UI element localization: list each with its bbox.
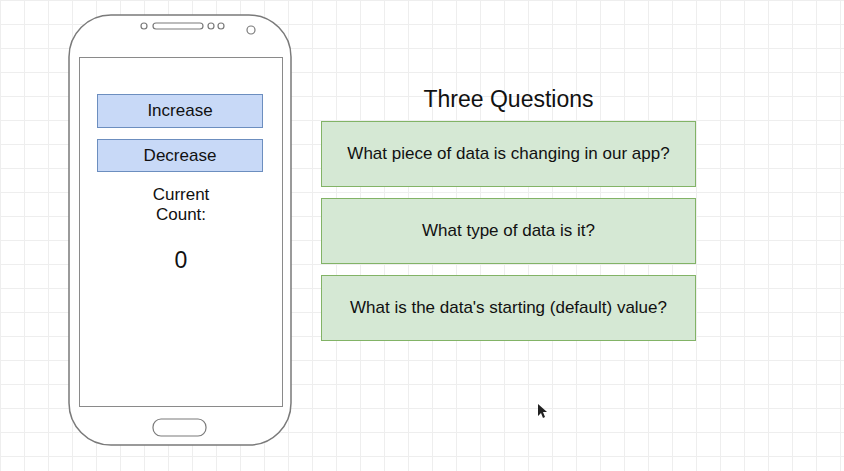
- button-box: Decrease: [97, 139, 263, 172]
- box-label: What type of data is it?: [422, 221, 595, 241]
- phone-speaker: [153, 23, 203, 29]
- home-button: [153, 419, 206, 436]
- phone-body: [69, 15, 291, 445]
- question-box: What type of data is it?: [321, 198, 696, 264]
- question-box: What is the data's starting (default) va…: [321, 275, 696, 341]
- box-label: What is the data's starting (default) va…: [350, 298, 667, 318]
- mouse-cursor: [538, 404, 547, 418]
- box-label: Current Count:: [80, 185, 282, 225]
- phone-screen: Current Count: 0 IncreaseDecrease: [79, 57, 283, 407]
- question-box: What piece of data is changing in our ap…: [321, 121, 696, 187]
- box-label: Decrease: [144, 146, 217, 166]
- diagram-title: Three Questions: [321, 86, 696, 113]
- phone-camera: [247, 26, 255, 34]
- box-label: 0: [80, 247, 282, 274]
- phone-sensor: [141, 23, 147, 29]
- phone-sensor: [218, 23, 224, 29]
- box-label: What piece of data is changing in our ap…: [347, 144, 669, 164]
- box-label: Increase: [147, 101, 212, 121]
- button-box: Increase: [97, 94, 263, 128]
- phone-sensor: [208, 23, 214, 29]
